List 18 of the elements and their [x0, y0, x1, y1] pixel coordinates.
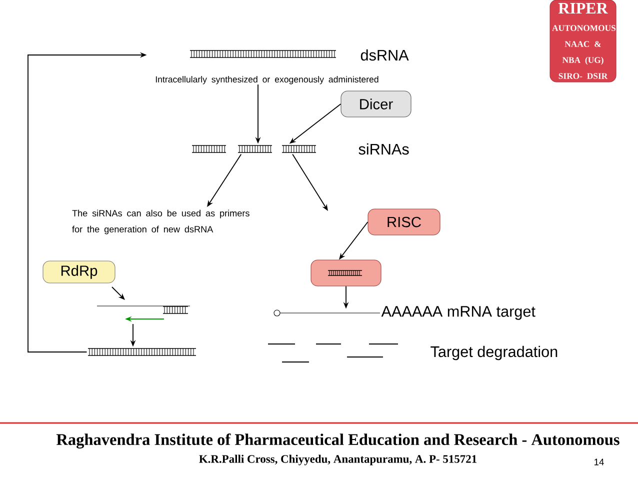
- side-label: siRNAs: [358, 143, 409, 155]
- label: Target degradation: [430, 346, 558, 360]
- enzyme-box: Dicer: [340, 90, 412, 118]
- enzyme-box: RISC: [368, 208, 440, 236]
- note-text: The siRNAs can also be used as primers for the generation of new dsRNA: [72, 210, 250, 234]
- side-label: dsRNA: [360, 49, 409, 61]
- primer-template-drawing: [96, 306, 190, 322]
- mrna-strand: [274, 310, 380, 316]
- dsrna-strand: [88, 348, 196, 356]
- enzyme-box: RdRp: [42, 260, 116, 284]
- address: K.R.Palli Cross, Chiyyedu, Anantapuramu, A. P- 515721: [199, 454, 476, 466]
- institute-name: Raghavendra Institute of Pharmaceutical Education and Research - Autonomous: [56, 433, 620, 449]
- side-label: AAAAAA mRNA target: [381, 306, 536, 320]
- badge: RIPER AUTONOMOUS NAAC & NBA (UG) SIRO- DSIR: [550, 0, 616, 82]
- page-number: 14: [594, 458, 604, 466]
- risc-complex-box: [310, 260, 382, 286]
- sirna-strands: [192, 145, 316, 153]
- arrow: [112, 286, 125, 300]
